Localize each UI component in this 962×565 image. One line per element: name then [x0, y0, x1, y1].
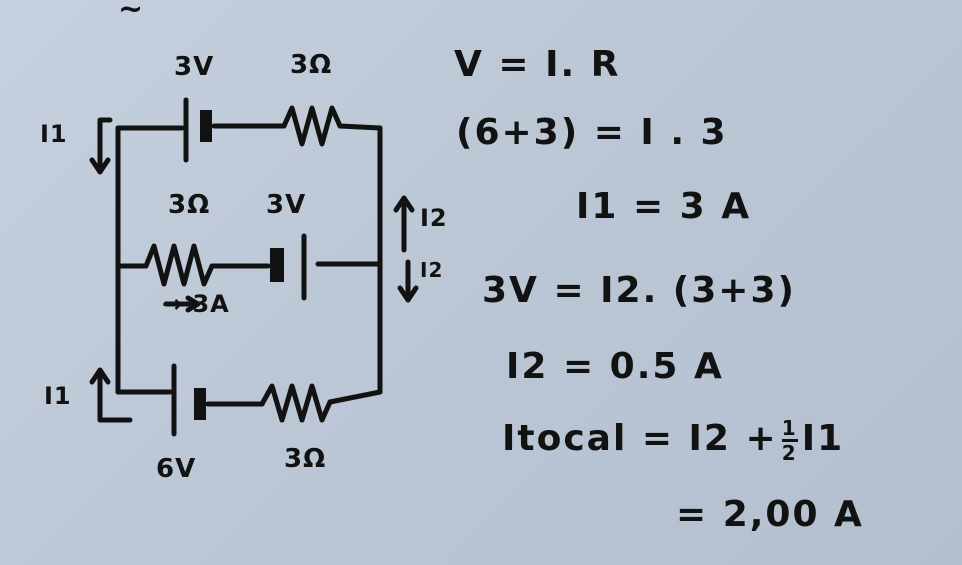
i1-top-arrow [89, 117, 113, 175]
i1-bottom-arrow [89, 367, 133, 423]
middle-resistor-label: 3Ω [168, 190, 211, 220]
top-resistor [281, 105, 343, 147]
equation-ohms-law: V = I. R [454, 44, 621, 85]
fraction-bar [781, 438, 798, 442]
bottom-battery-label: 6V [156, 454, 197, 484]
bottom-wire-right [327, 389, 383, 405]
bottom-resistor-label: 3Ω [284, 444, 327, 474]
top-resistor-label: 3Ω [290, 50, 333, 80]
flow-arrow [163, 295, 201, 313]
bottom-current-label: I1 [44, 382, 72, 410]
equation-middle-loop: 3V = I2. (3+3) [482, 270, 796, 311]
middle-battery-short-plate [270, 248, 284, 282]
equation-total-i1: I1 [801, 418, 845, 459]
i2-lower-label: I2 [420, 258, 444, 282]
equation-i2-result: I2 = 0.5 A [506, 346, 724, 387]
equation-total-result: = 2,00 A [676, 494, 864, 535]
bottom-battery-short-plate [194, 388, 206, 420]
flow-note: → 3A [162, 290, 230, 318]
middle-battery-label: 3V [266, 190, 307, 220]
equation-total-lhs: Itocal = I2 + [502, 418, 778, 459]
fraction-denominator: 2 [781, 440, 798, 465]
i2-down-arrow [397, 259, 419, 303]
top-battery-short-plate [200, 110, 212, 142]
fraction-numerator: 1 [781, 415, 798, 440]
top-current-label: I1 [40, 120, 68, 148]
equation-top-loop: (6+3) = I . 3 [456, 112, 728, 153]
middle-resistor [143, 243, 215, 287]
bottom-resistor [259, 383, 333, 423]
equation-i1-result: I1 = 3 A [576, 186, 752, 227]
i2-up-arrow [393, 195, 415, 253]
corner-mark: ~ [118, 0, 145, 27]
i2-upper-label: I2 [420, 204, 448, 232]
top-wire-right [337, 123, 383, 131]
top-battery-label: 3V [174, 52, 215, 82]
